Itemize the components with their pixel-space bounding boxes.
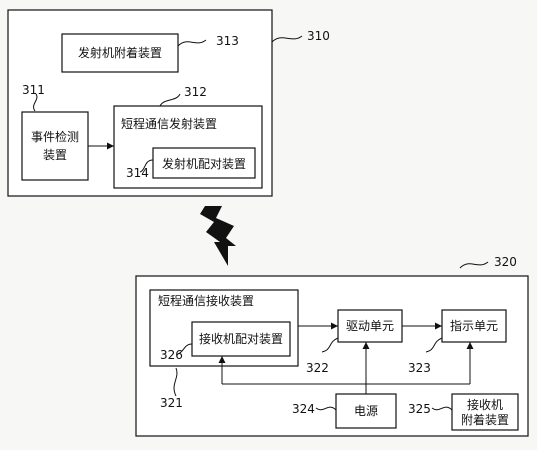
ref-323: 323: [408, 361, 431, 375]
leader-322: [321, 337, 339, 353]
transmitter-pairing-label: 发射机配对装置: [162, 156, 246, 171]
ref-314: 314: [126, 166, 149, 180]
ref-322: 322: [306, 361, 329, 375]
receiver-pairing-label: 接收机配对装置: [199, 331, 283, 346]
ref-324: 324: [292, 402, 315, 416]
ref-312: 312: [184, 85, 207, 99]
leader-324: [315, 406, 337, 411]
short-range-receiver-label: 短程通信接收装置: [158, 293, 254, 308]
leader-325: [431, 406, 453, 411]
drive-unit-label: 驱动单元: [346, 319, 394, 333]
leader-314: [139, 159, 154, 173]
leader-313: [177, 39, 207, 47]
event-detection-label-line1: 事件检测: [31, 129, 79, 144]
wireless-signal-icon: [200, 206, 236, 266]
short-range-transmitter-label: 短程通信发射装置: [121, 116, 217, 131]
receiver-attachment-label-line1: 接收机: [467, 397, 503, 412]
leader-320: [459, 261, 489, 269]
power-supply-label: 电源: [354, 404, 378, 418]
indicator-unit-label: 指示单元: [450, 318, 498, 333]
event-detection-box: [21, 111, 89, 181]
receiver-pairing-box: [191, 321, 291, 357]
event-detection-label-line2: 装置: [43, 148, 67, 162]
receiver-attachment-label-line2: 附着装置: [461, 412, 509, 427]
ref-320: 320: [494, 255, 517, 269]
ref-310: 310: [307, 29, 330, 43]
leader-311: [33, 93, 38, 112]
transmitter-attachment-box: [61, 33, 179, 73]
leader-321: [173, 367, 178, 397]
ref-321: 321: [160, 396, 183, 410]
power-supply-box: [335, 393, 397, 429]
transmitter-attachment-label: 发射机附着装置: [78, 45, 162, 60]
leader-312: [159, 93, 181, 107]
ref-326: 326: [160, 348, 183, 362]
transmitter-pairing-box: [152, 147, 256, 179]
leader-310: [271, 35, 303, 43]
ref-311: 311: [22, 83, 45, 97]
receiver-attachment-box: [451, 393, 519, 431]
leader-323: [425, 337, 443, 353]
leader-326: [177, 343, 193, 355]
ref-313: 313: [216, 34, 239, 48]
ref-325: 325: [408, 402, 431, 416]
